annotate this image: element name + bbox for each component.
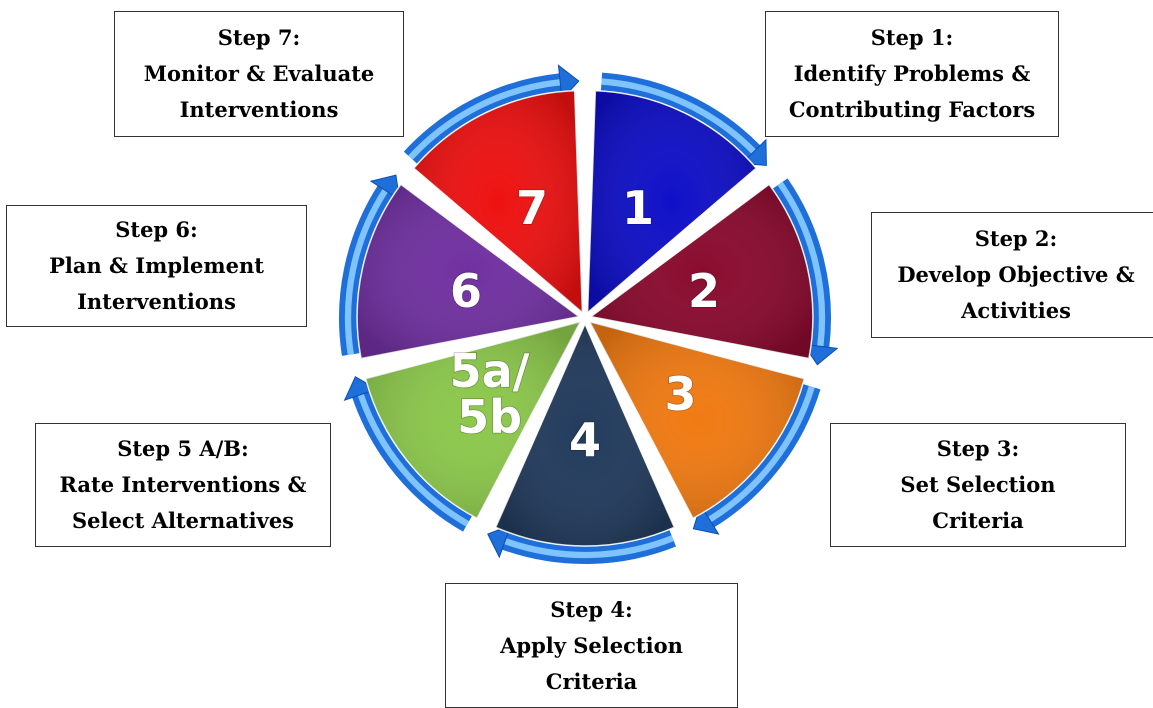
step-1-title: Step 1: — [870, 25, 954, 50]
step-2-box: Step 2: Develop Objective & Activities — [871, 212, 1153, 338]
arrow-arc-2-highlight — [777, 181, 826, 347]
step-6-box: Step 6: Plan & Implement Interventions — [6, 205, 307, 327]
step-4-line-2: Criteria — [545, 668, 638, 694]
step-1-line-2: Contributing Factors — [788, 97, 1036, 122]
segment-labels: 12 3 4 5a/5b 67 — [449, 180, 721, 468]
arrow-head-2 — [802, 343, 839, 366]
segment-5-number: 5a/5b — [450, 344, 530, 444]
step-2-line-2: Activities — [961, 298, 1071, 323]
step-2-line-1: Develop Objective & — [897, 262, 1135, 287]
step-5-line-2: Select Alternatives — [72, 508, 294, 533]
arrow-head-6 — [369, 174, 401, 201]
segment-7-shade — [413, 90, 583, 313]
step-7-line-1: Monitor & Evaluate — [143, 61, 375, 86]
step-6-line-2: Interventions — [77, 289, 236, 314]
segment-4-number: 4 — [569, 413, 601, 467]
segment-4-shade — [495, 324, 675, 546]
arrow-arc-7-highlight — [408, 79, 561, 160]
step-6-line-1: Plan & Implement — [49, 253, 264, 278]
segment-6-number: 6 — [450, 264, 482, 318]
step-5-line-1: Rate Interventions & — [59, 472, 307, 497]
segment-2-shade — [590, 184, 813, 359]
arrow-head-5 — [343, 376, 379, 401]
step-3-line-1: Set Selection — [900, 472, 1056, 497]
step-5-title: Step 5 A/B: — [117, 436, 249, 461]
step-3-title: Step 3: — [936, 436, 1020, 461]
step-6-title: Step 6: — [115, 217, 198, 242]
arrow-arc-6-highlight — [344, 188, 388, 355]
step-4-box: Step 4: Apply Selection Criteria — [445, 583, 738, 708]
arrow-head-4 — [487, 524, 512, 559]
step-4-line-1: Apply Selection — [500, 632, 683, 658]
segment-3-shade — [589, 321, 805, 519]
step-7-box: Step 7: Monitor & Evaluate Interventions — [114, 11, 404, 137]
cycle-arrows — [339, 64, 839, 564]
step-7-title: Step 7: — [217, 25, 301, 50]
segment-6-shade — [357, 184, 580, 359]
arrow-arc-4-highlight — [503, 535, 674, 559]
step-4-title: Step 4: — [550, 596, 633, 622]
step-1-box: Step 1: Identify Problems & Contributing… — [765, 11, 1059, 137]
wheel-segments — [356, 89, 814, 547]
segment-5-shade — [365, 321, 581, 519]
step-5-box: Step 5 A/B: Rate Interventions & Select … — [35, 423, 331, 547]
segment-1-shade — [587, 90, 757, 313]
arrow-arc-3-highlight — [707, 385, 815, 523]
segment-1-number: 1 — [622, 181, 654, 235]
segment-7-number: 7 — [516, 181, 548, 235]
arrow-arc-5-highlight — [357, 393, 470, 527]
step-3-box: Step 3: Set Selection Criteria — [830, 423, 1126, 547]
arrow-arc-1-highlight — [601, 78, 757, 154]
step-1-line-1: Identify Problems & — [793, 61, 1031, 86]
segment-3-number: 3 — [664, 367, 696, 421]
step-2-title: Step 2: — [974, 226, 1058, 251]
segment-2-number: 2 — [688, 264, 720, 318]
step-3-line-2: Criteria — [932, 508, 1024, 533]
step-7-line-2: Interventions — [179, 97, 339, 122]
